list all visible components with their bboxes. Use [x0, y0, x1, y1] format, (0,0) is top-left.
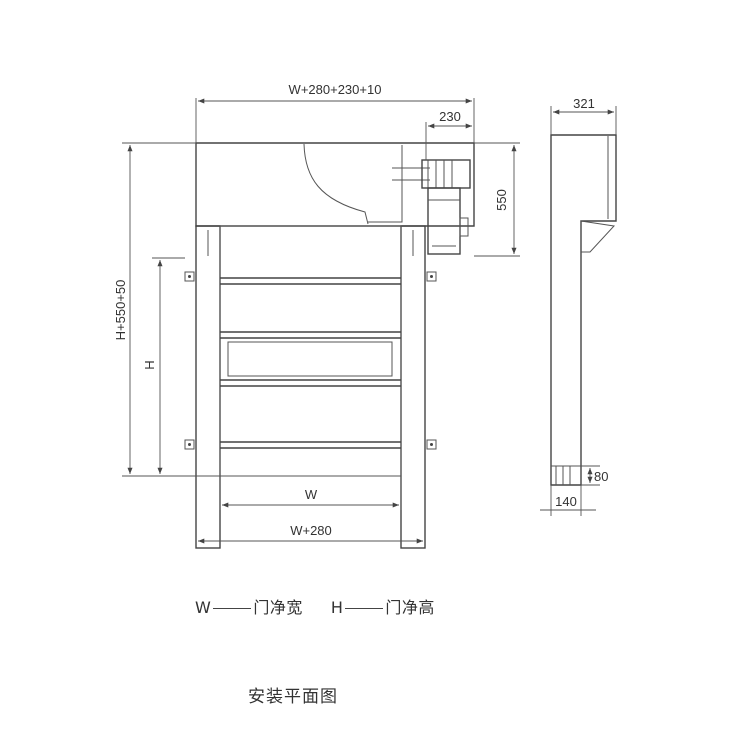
roller-cover-curve [303, 143, 369, 225]
legend-dash [213, 608, 252, 609]
side-elevation [540, 106, 617, 516]
dim-clear-height: H [142, 360, 157, 369]
anchor-bolt [184, 439, 195, 450]
legend-w-symbol: W [195, 598, 212, 617]
anchor-bolt [426, 439, 437, 450]
legend-dash [345, 608, 384, 609]
legend-h-symbol: H [330, 598, 344, 617]
dim-side-depth: 321 [573, 96, 595, 111]
left-guide-column [195, 225, 221, 549]
anchor-bolt [426, 271, 437, 282]
door-curtain [219, 225, 402, 477]
dim-total-height: H+550+50 [113, 280, 128, 341]
motor-bracket [368, 145, 403, 223]
right-guide-column [400, 225, 426, 549]
side-housing [550, 134, 617, 486]
dim-motor-height: 550 [494, 189, 509, 211]
dim-base-width: 140 [555, 494, 577, 509]
drawing-caption: 安装平面图 [248, 687, 338, 707]
dim-top-total: W+280+230+10 [289, 82, 382, 97]
legend-h-meaning: 门净高 [385, 598, 435, 617]
legend: W 门净宽 H 门净高 [195, 594, 435, 618]
side-bracket [580, 220, 616, 253]
anchor-bolt [184, 271, 195, 282]
top-housing [195, 142, 475, 227]
dim-base-height: 80 [594, 469, 608, 484]
front-elevation [122, 98, 520, 549]
motor-unit [421, 159, 471, 255]
legend-w-meaning: 门净宽 [253, 598, 303, 617]
dim-frame-width: W+280 [290, 523, 332, 538]
dim-motor-width: 230 [439, 109, 461, 124]
vision-window [227, 341, 393, 377]
dim-clear-width: W [305, 487, 318, 502]
